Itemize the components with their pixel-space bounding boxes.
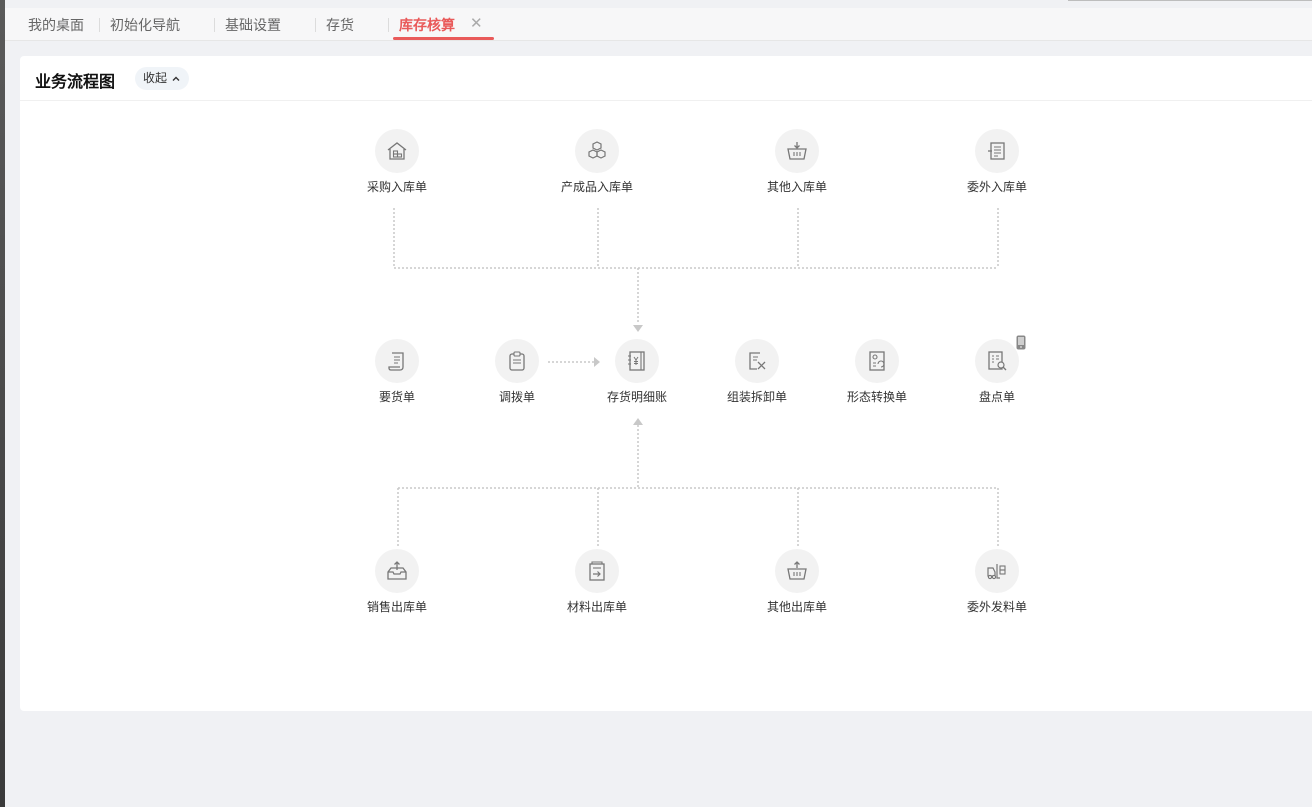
node-label: 形态转换单 xyxy=(846,390,907,404)
outsource-in-icon-circle xyxy=(975,129,1019,173)
tab-bar: 我的桌面 初始化导航 基础设置 存货 库存核算 ✕ xyxy=(5,8,1312,41)
node-label: 产成品入库单 xyxy=(560,180,633,194)
tab-inventory-accounting[interactable]: 库存核算 xyxy=(399,17,455,33)
node-label: 盘点单 xyxy=(978,390,1015,404)
purchase-in-icon-circle xyxy=(375,129,419,173)
tab-inventory[interactable]: 存货 xyxy=(326,17,354,33)
active-tab-indicator xyxy=(393,37,494,40)
tab-separator xyxy=(99,18,100,32)
node-label: 材料出库单 xyxy=(566,600,627,614)
node-inventory-ledger[interactable]: 存货明细账 xyxy=(587,339,687,411)
tab-separator xyxy=(388,18,389,32)
node-product-in[interactable]: 产成品入库单 xyxy=(547,129,647,201)
panel-header: 业务流程图 收起 xyxy=(20,56,1312,101)
tab-my-desktop[interactable]: 我的桌面 xyxy=(28,17,84,33)
tab-init-guide[interactable]: 初始化导航 xyxy=(110,17,180,33)
form-convert-icon-circle xyxy=(855,339,899,383)
outsource-issue-icon-circle xyxy=(975,549,1019,593)
node-outsource-in[interactable]: 委外入库单 xyxy=(947,129,1047,201)
product-in-icon-circle xyxy=(575,129,619,173)
search-list-icon xyxy=(988,351,1007,371)
node-transfer[interactable]: 调拨单 xyxy=(467,339,567,411)
node-label: 存货明细账 xyxy=(606,390,667,404)
tab-separator xyxy=(214,18,215,32)
node-material-out[interactable]: 材料出库单 xyxy=(547,549,647,621)
node-other-out[interactable]: 其他出库单 xyxy=(747,549,847,621)
node-stocktake[interactable]: 盘点单 xyxy=(947,339,1047,411)
tab-separator xyxy=(315,18,316,32)
stocktake-icon-circle xyxy=(975,339,1019,383)
forklift-icon xyxy=(987,564,1006,580)
node-requisition[interactable]: 要货单 xyxy=(347,339,447,411)
convert-icon xyxy=(869,351,885,371)
transfer-icon-circle xyxy=(495,339,539,383)
boxes-icon xyxy=(588,141,606,159)
node-label: 组装拆卸单 xyxy=(726,390,787,404)
node-sales-out[interactable]: 销售出库单 xyxy=(347,549,447,621)
clipboard-icon xyxy=(509,351,525,371)
close-icon[interactable]: ✕ xyxy=(470,15,483,32)
basket-in-icon xyxy=(787,142,807,160)
document-tools-icon xyxy=(749,352,766,370)
tab-basic-settings[interactable]: 基础设置 xyxy=(225,17,281,33)
collapse-label: 收起 xyxy=(143,71,168,85)
requisition-icon-circle xyxy=(375,339,419,383)
node-label: 调拨单 xyxy=(498,390,535,404)
node-label: 委外入库单 xyxy=(966,180,1027,194)
chevron-up-icon xyxy=(172,76,180,81)
node-label: 委外发料单 xyxy=(966,600,1027,614)
node-label: 销售出库单 xyxy=(366,600,427,614)
node-label: 其他出库单 xyxy=(766,600,827,614)
other-out-icon-circle xyxy=(775,549,819,593)
document-list-icon xyxy=(988,142,1005,160)
other-in-icon-circle xyxy=(775,129,819,173)
node-label: 采购入库单 xyxy=(366,180,427,194)
node-label: 要货单 xyxy=(378,390,415,404)
ledger-icon-circle xyxy=(615,339,659,383)
top-divider xyxy=(1068,0,1312,1)
window-edge xyxy=(0,0,5,807)
node-other-in[interactable]: 其他入库单 xyxy=(747,129,847,201)
scroll-icon xyxy=(388,352,404,371)
business-flow-panel: 业务流程图 收起 xyxy=(20,56,1312,711)
basket-out-icon xyxy=(787,561,807,580)
warehouse-icon xyxy=(387,142,407,160)
material-out-icon-circle xyxy=(575,549,619,593)
node-label: 其他入库单 xyxy=(766,180,827,194)
ledger-yen-icon xyxy=(628,351,645,371)
node-outsource-issue[interactable]: 委外发料单 xyxy=(947,549,1047,621)
tray-out-icon xyxy=(387,561,407,580)
node-purchase-in[interactable]: 采购入库单 xyxy=(347,129,447,201)
mobile-badge-icon xyxy=(1016,335,1026,350)
node-assembly[interactable]: 组装拆卸单 xyxy=(707,339,807,411)
panel-title: 业务流程图 xyxy=(35,74,116,91)
collapse-button[interactable]: 收起 xyxy=(135,67,190,90)
assembly-icon-circle xyxy=(735,339,779,383)
document-arrow-icon xyxy=(589,561,605,581)
sales-out-icon-circle xyxy=(375,549,419,593)
node-form-convert[interactable]: 形态转换单 xyxy=(827,339,927,411)
